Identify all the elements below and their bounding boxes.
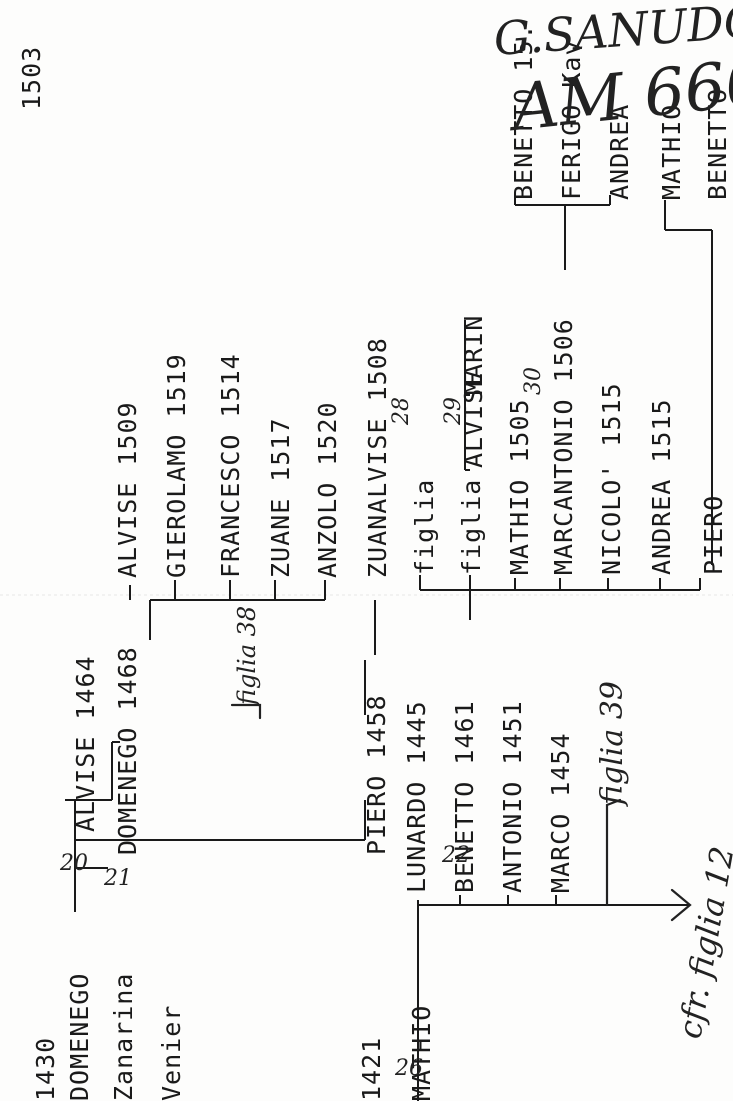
benetto-1461: BENETTO 1461 bbox=[450, 700, 479, 893]
lunardo-1445: LUNARDO 1445 bbox=[402, 700, 431, 893]
alvise-1464: ALVISE 1464 bbox=[71, 655, 100, 832]
mathio-left: MATHIO bbox=[407, 1005, 436, 1101]
figlia-29-label: figlia bbox=[457, 479, 486, 575]
zuane-1517: ZUANE 1517 bbox=[266, 417, 295, 578]
frag-1421: 1421 bbox=[357, 1037, 386, 1101]
mathio-1505: MATHIO 1505 bbox=[505, 398, 534, 575]
handwritten-figlia-38: figlia 38 bbox=[233, 606, 261, 707]
alvise-right: ALVISE bbox=[459, 372, 488, 468]
francesco-1514: FRANCESCO 1514 bbox=[216, 353, 245, 578]
handwritten-figlia-39: figlia 39 bbox=[595, 681, 630, 807]
zuanalvise-1508: ZUANALVISE 1508 bbox=[363, 337, 392, 578]
andrea-right: ANDREA bbox=[605, 104, 634, 200]
andrea-1515: ANDREA 1515 bbox=[647, 398, 676, 575]
ferigo-kav: FERIGO Kav bbox=[557, 39, 586, 200]
handwritten-n22: 22 bbox=[441, 843, 470, 868]
frag-1430: 1430 bbox=[31, 1037, 60, 1101]
marcantonio-1506: MARCANTONIO 1506 bbox=[549, 318, 578, 575]
venier: Venier bbox=[157, 1005, 186, 1101]
handwritten-arrow bbox=[670, 888, 692, 922]
handwritten-n20: 20 bbox=[59, 851, 88, 876]
handwritten-n26: 26 bbox=[394, 1056, 423, 1081]
figlia-28-label: figlia bbox=[410, 479, 439, 575]
gierolamo-1519: GIEROLAMO 1519 bbox=[162, 353, 191, 578]
top-fragment: 1503 bbox=[17, 46, 46, 110]
domenego-left: DOMENEGO bbox=[65, 973, 94, 1101]
handwritten-cfr-figlia-12: cfr. figlia 12 bbox=[670, 844, 733, 1042]
alvise-1509: ALVISE 1509 bbox=[113, 401, 142, 578]
mathio-right: MATHIO bbox=[657, 104, 686, 200]
zanarina: Zanarina bbox=[109, 973, 138, 1101]
domenego-1468: DOMENEGO 1468 bbox=[113, 646, 142, 855]
piero-1458: PIERO 1458 bbox=[362, 694, 391, 855]
nicolo-1515: NICOLO' 1515 bbox=[597, 382, 626, 575]
handwritten-stroke bbox=[605, 798, 622, 907]
marco-1454: MARCO 1454 bbox=[546, 732, 575, 893]
benetto-15: BENETTO 15. bbox=[509, 23, 538, 200]
benetto-right: BENETTO bbox=[703, 88, 732, 200]
anzolo-1520: ANZOLO 1520 bbox=[313, 401, 342, 578]
handwritten-n28: 28 bbox=[389, 397, 414, 426]
typed-names: 1430 DOMENEGO Zanarina Venier 1421 MATHI… bbox=[17, 23, 732, 1101]
handwritten-n30: 30 bbox=[521, 367, 546, 395]
marin: MARIN bbox=[459, 315, 488, 395]
antonio-1451: ANTONIO 1451 bbox=[498, 700, 527, 893]
piero-right: PIERO bbox=[699, 495, 728, 575]
handwritten-stroke bbox=[230, 703, 262, 720]
tree-connectors bbox=[65, 195, 713, 1101]
handwritten-n21: 21 bbox=[103, 866, 132, 891]
handwritten-n29: 29 bbox=[441, 397, 466, 426]
